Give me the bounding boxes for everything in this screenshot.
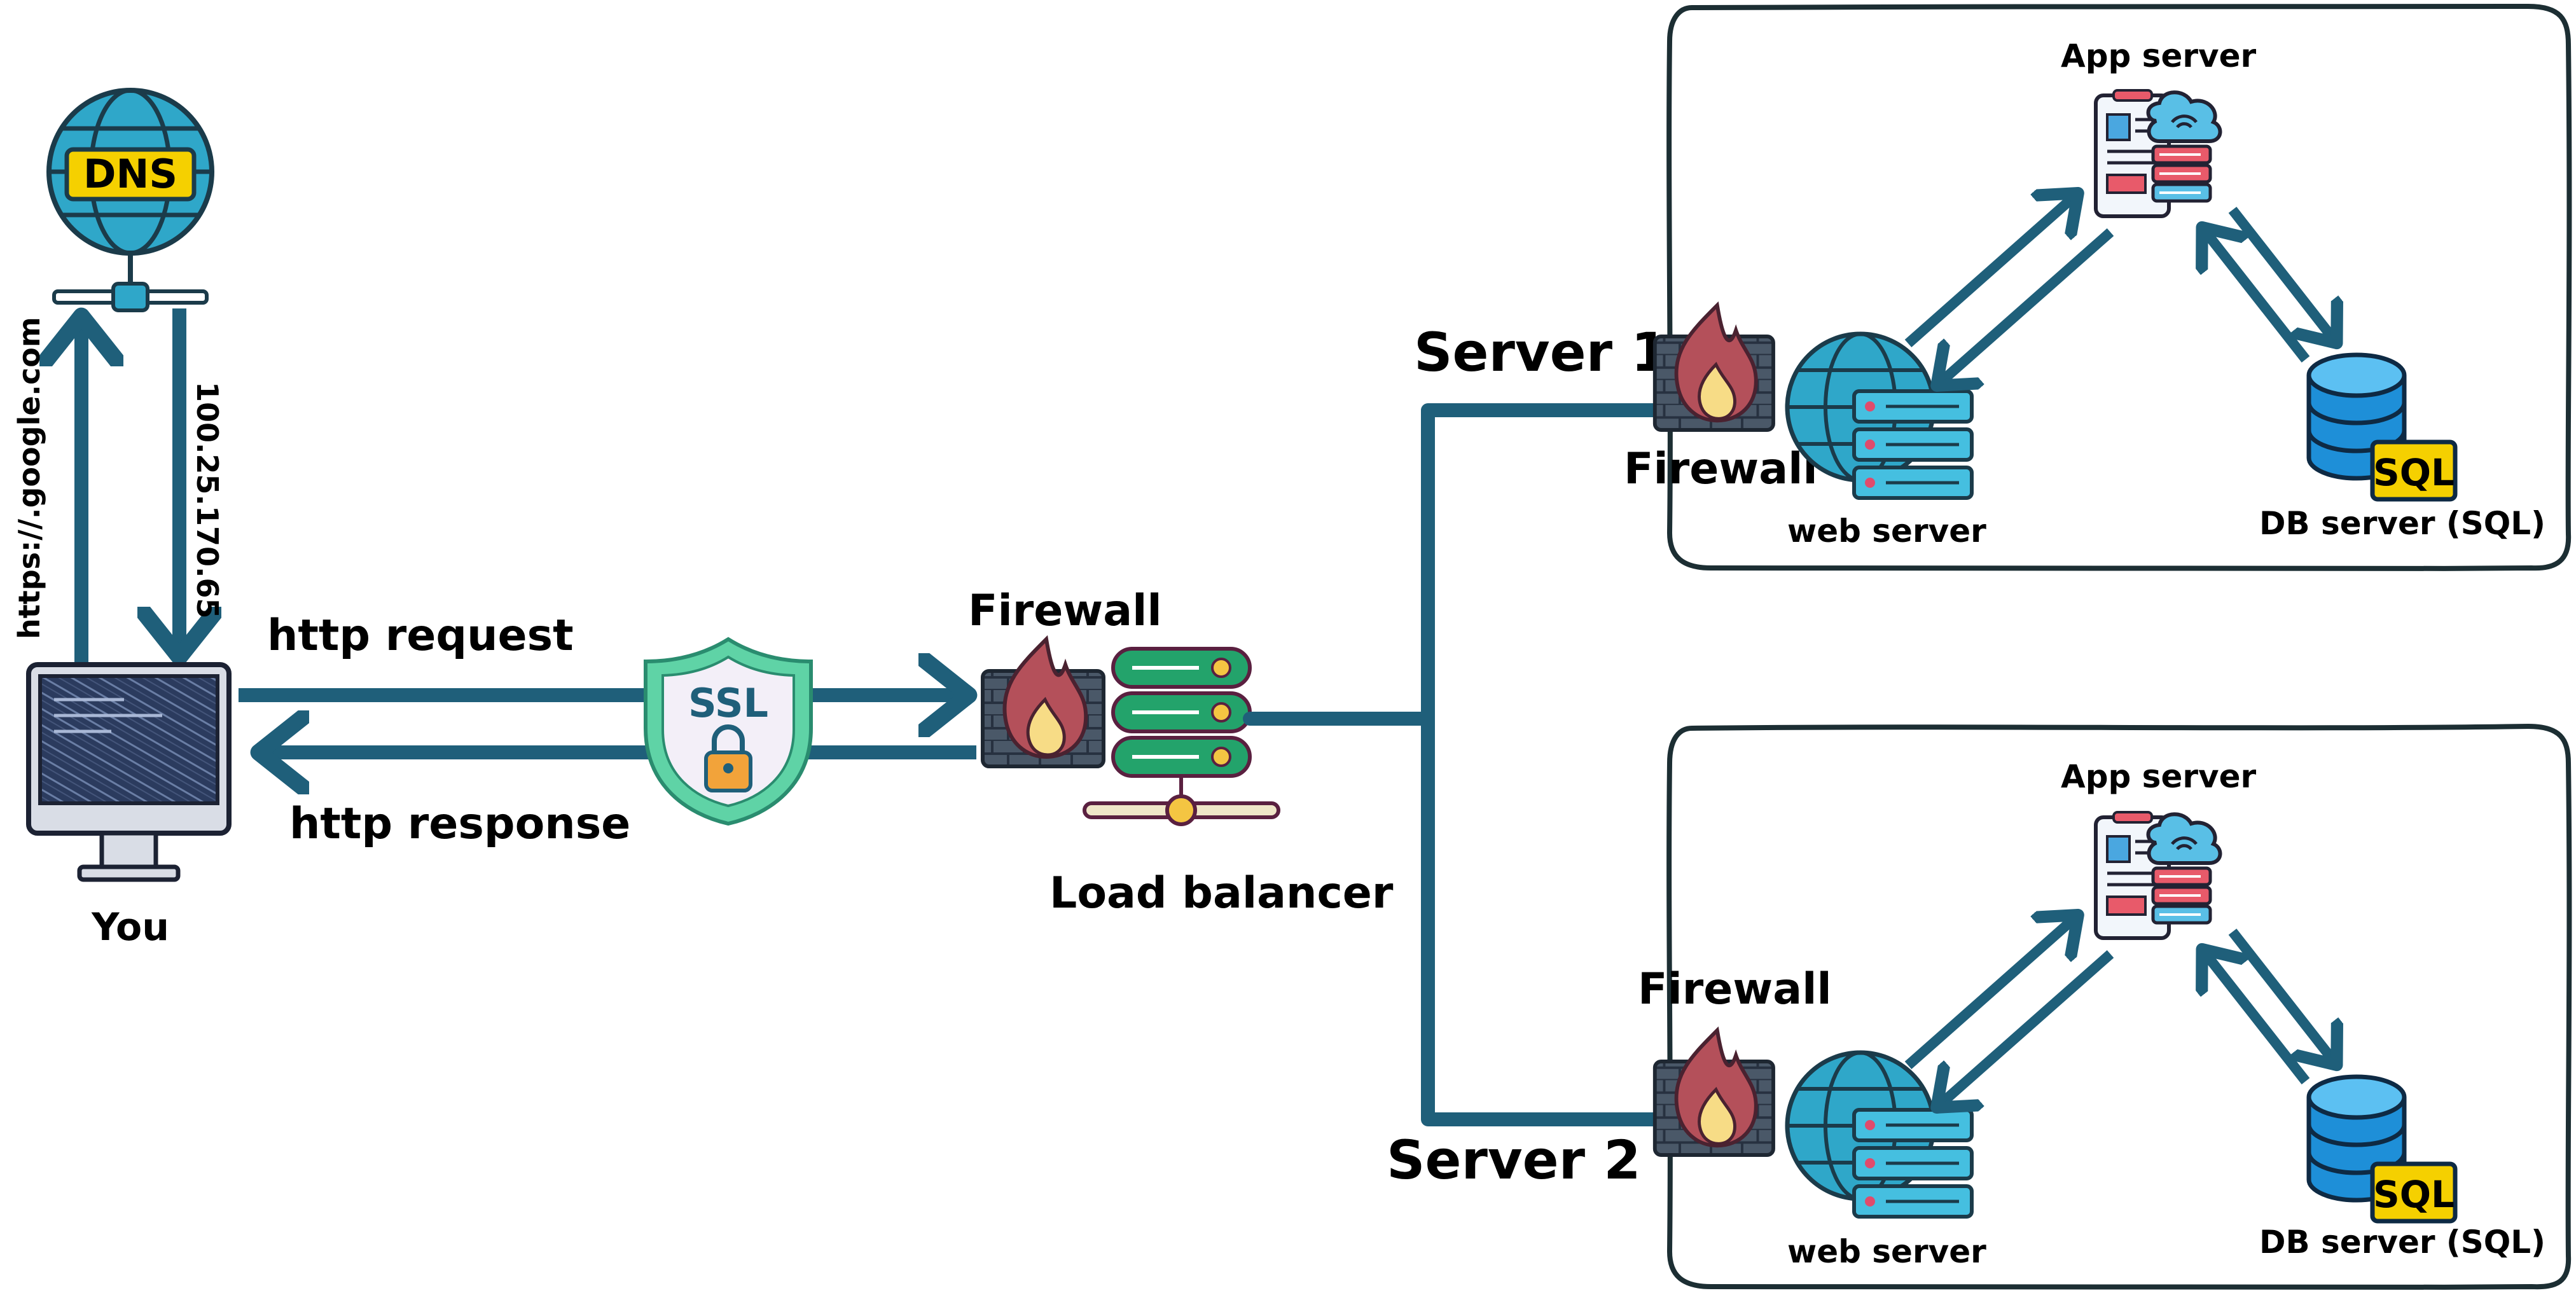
server-2-cluster: Server 2 Firewall web server App server …: [1387, 723, 2572, 1290]
load-balancer: [1083, 647, 1280, 826]
app-to-web-arrow: [1941, 950, 2114, 1103]
app-to-web-arrow: [1941, 228, 2114, 382]
monitor-icon: [26, 662, 232, 882]
server-1-firewall-label: Firewall: [1624, 444, 1818, 494]
app-to-db-arrow: [2228, 929, 2333, 1060]
server-1-db-server: SQL: [2309, 355, 2455, 499]
cloud-app-icon: [2096, 812, 2220, 938]
web-to-app-arrow: [1904, 919, 2074, 1069]
server-2-title: Server 2: [1387, 1129, 1641, 1191]
server-1-connector: [1421, 403, 1654, 719]
server-2-app-server: [2096, 812, 2220, 938]
user-label: You: [91, 905, 169, 950]
server-1-web-server-label: web server: [1787, 513, 1986, 550]
http-response-label: http response: [289, 799, 630, 849]
db-to-app-arrow: [2206, 232, 2310, 363]
shield-lock-icon: SSL: [644, 637, 813, 826]
server-2-db-badge: SQL: [2373, 1173, 2455, 1216]
load-balancer-label: Load balancer: [1049, 868, 1394, 918]
server-1-app-server: [2096, 90, 2220, 216]
server-1-cluster: Server 1 Firewall web server App server …: [1414, 3, 2572, 572]
dns-badge: DNS: [83, 151, 177, 197]
user-computer: [26, 662, 232, 882]
database-icon: SQL: [2309, 355, 2455, 499]
server-1-db-server-label: DB server (SQL): [2259, 505, 2545, 542]
server-2-db-server-label: DB server (SQL): [2259, 1224, 2545, 1261]
ssl-shield: SSL: [644, 637, 813, 826]
server-2-db-server: SQL: [2309, 1077, 2455, 1221]
server-2-firewall-label: Firewall: [1638, 964, 1832, 1014]
http-request-label: http request: [267, 611, 574, 661]
server-1-app-server-label: App server: [2061, 38, 2257, 74]
database-icon: SQL: [2309, 1077, 2455, 1221]
server-1-db-badge: SQL: [2373, 451, 2455, 494]
front-firewall: [983, 639, 1104, 766]
front-firewall-label: Firewall: [968, 586, 1162, 636]
server-1-title: Server 1: [1414, 321, 1668, 384]
ssl-badge: SSL: [688, 680, 768, 726]
dns-request-label: https://.google.com: [12, 317, 46, 639]
server-2-app-server-label: App server: [2061, 758, 2257, 795]
server-2-web-server-label: web server: [1787, 1233, 1986, 1270]
firewall-icon: [983, 639, 1104, 766]
dns-response-label: 100.25.170.65: [190, 382, 225, 619]
globe-icon: DNS: [46, 88, 214, 312]
app-to-db-arrow: [2228, 207, 2333, 338]
dns-server: DNS: [46, 88, 214, 312]
cloud-app-icon: [2096, 90, 2220, 216]
db-to-app-arrow: [2206, 954, 2310, 1084]
server-rack-icon: [1083, 647, 1280, 826]
web-to-app-arrow: [1904, 197, 2074, 347]
server-2-connector: [1421, 719, 1654, 1126]
